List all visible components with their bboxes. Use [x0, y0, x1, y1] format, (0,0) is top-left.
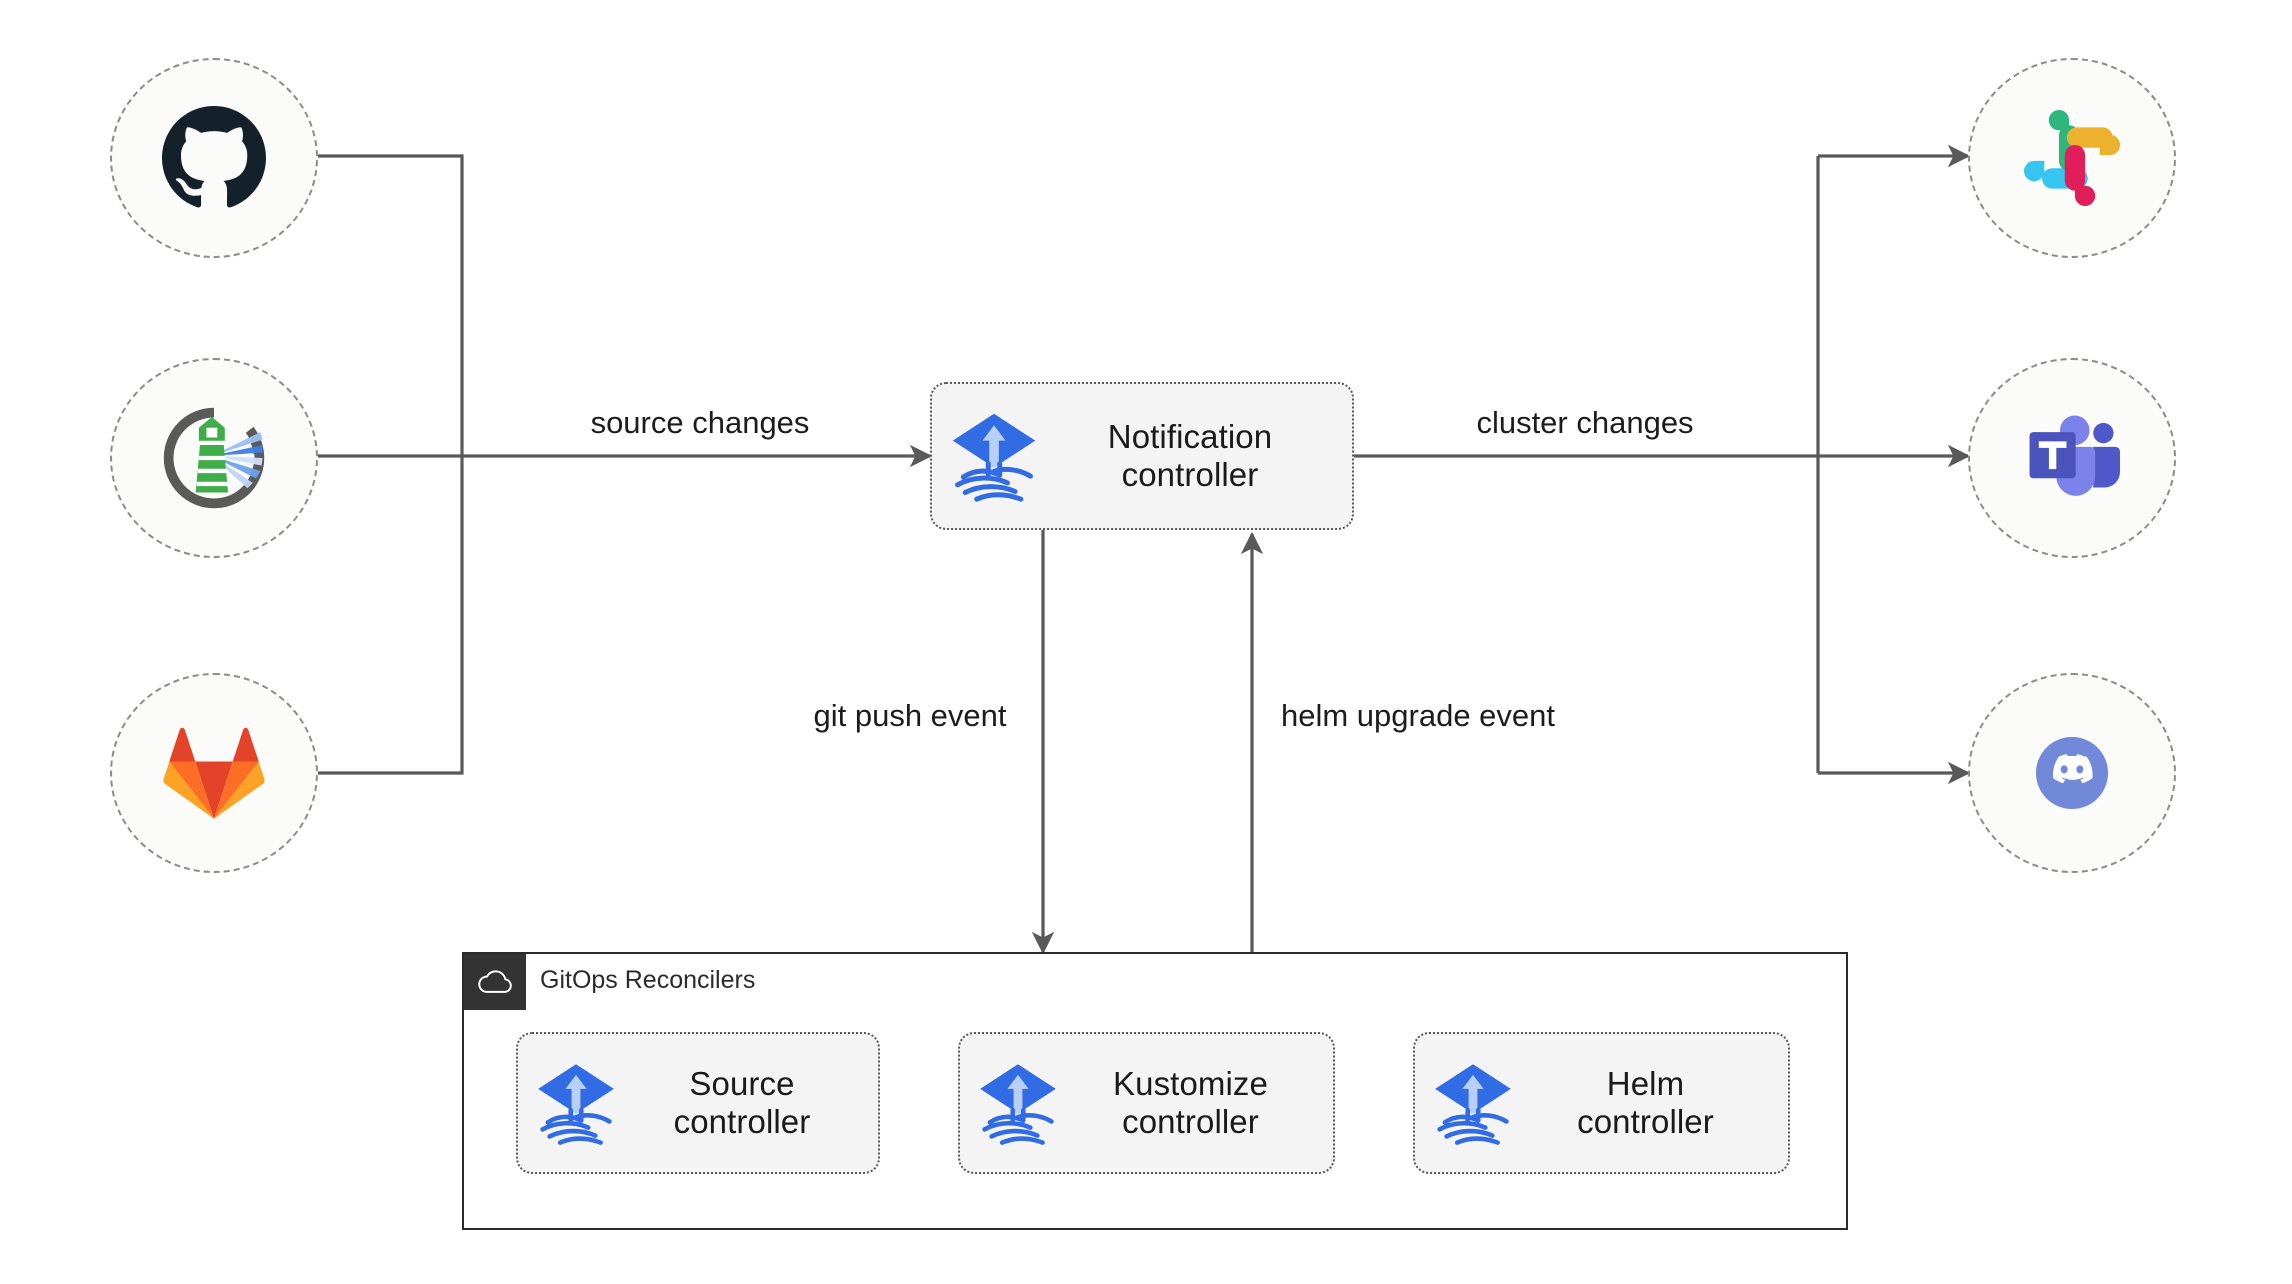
- edge-label-cluster-changes: cluster changes: [1470, 405, 1700, 441]
- source-node-gitea[interactable]: [110, 358, 318, 558]
- kustomize-controller-label: Kustomize controller: [1113, 1064, 1268, 1140]
- helm-controller-box[interactable]: Helm controller: [1413, 1032, 1790, 1174]
- cloud-badge: [464, 954, 526, 1010]
- gitea-icon: [160, 404, 268, 512]
- source-node-gitlab[interactable]: [110, 673, 318, 873]
- flux-icon: [532, 1059, 620, 1147]
- cloud-icon: [478, 970, 512, 993]
- github-icon: [162, 106, 266, 210]
- source-node-github[interactable]: [110, 58, 318, 258]
- slack-icon: [2024, 110, 2120, 206]
- target-node-discord[interactable]: [1968, 673, 2176, 873]
- wire-sources-trunk: [318, 154, 464, 775]
- flux-icon: [946, 408, 1042, 504]
- microsoft-teams-icon: [2020, 410, 2124, 506]
- helm-controller-label: Helm controller: [1577, 1064, 1714, 1140]
- flux-icon: [974, 1059, 1062, 1147]
- kustomize-controller-box[interactable]: Kustomize controller: [958, 1032, 1335, 1174]
- notification-controller-box[interactable]: Notification controller: [930, 382, 1354, 530]
- target-node-slack[interactable]: [1968, 58, 2176, 258]
- edge-label-git-push-event: git push event: [807, 698, 1013, 734]
- source-controller-label: Source controller: [673, 1064, 811, 1140]
- edge-label-helm-upgrade-event: helm upgrade event: [1274, 698, 1562, 734]
- gitlab-icon: [162, 723, 266, 823]
- flux-icon: [1429, 1059, 1517, 1147]
- edge-label-source-changes: source changes: [584, 405, 816, 441]
- discord-icon: [2019, 720, 2125, 826]
- source-controller-box[interactable]: Source controller: [516, 1032, 880, 1174]
- gitops-container-title: GitOps Reconcilers: [540, 966, 756, 994]
- notification-controller-label: Notification controller: [1107, 417, 1273, 493]
- target-node-teams[interactable]: [1968, 358, 2176, 558]
